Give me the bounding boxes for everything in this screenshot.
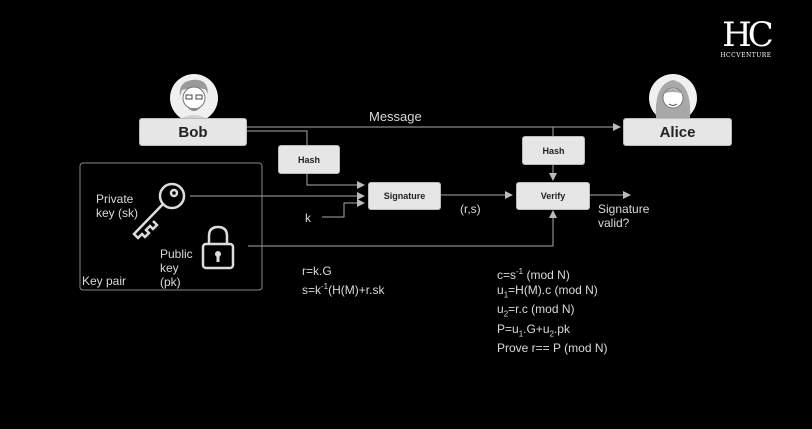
- alice-avatar-icon: [649, 74, 697, 122]
- s-eq-part-a: s=k: [302, 283, 322, 297]
- p-equation: P=u1.G+u2.pk: [497, 322, 607, 341]
- signature-valid-label: Signature valid?: [598, 202, 649, 230]
- verification-equations: c=s-1 (mod N) u1=H(M).c (mod N) u2=r.c (…: [497, 264, 607, 356]
- lock-icon: [201, 225, 235, 270]
- u2-eq-a: u: [497, 302, 504, 317]
- logo-text: HCCVENTURE: [720, 52, 772, 59]
- signature-valid-line2: valid?: [598, 216, 630, 230]
- s-equation: s=k-1(H(M)+r.sk: [302, 279, 384, 298]
- u2-eq-b: =r.c (mod N): [508, 302, 575, 317]
- verify-node: Verify: [516, 182, 590, 210]
- hash-left-node: Hash: [278, 145, 340, 174]
- u2-eq-sub: 2: [503, 309, 509, 319]
- s-eq-sup: -1: [321, 282, 329, 291]
- s-eq-part-b: (H(M)+r.sk: [328, 283, 385, 297]
- signature-valid-line1: Signature: [598, 202, 650, 216]
- private-key-label: Private key (sk): [96, 192, 138, 220]
- c-equation: c=s-1 (mod N): [497, 264, 607, 283]
- message-label: Message: [369, 109, 422, 124]
- k-to-signature-arrow: [322, 199, 365, 218]
- k-label: k: [305, 211, 311, 225]
- public-key-line2: key: [160, 261, 179, 275]
- public-key-line1: Public: [160, 247, 193, 261]
- prove-equation: Prove r== P (mod N): [497, 341, 608, 356]
- signature-node: Signature: [368, 182, 441, 210]
- key-pair-frame: [79, 162, 263, 291]
- p-eq-sub1: 1: [518, 329, 524, 339]
- c-eq-a: c=s: [497, 268, 517, 282]
- u1-eq-sub: 1: [503, 290, 509, 300]
- public-key-label: Public key (pk): [160, 247, 193, 289]
- p-eq-c: .pk: [553, 321, 570, 336]
- pk-to-verify-arrow: [248, 210, 557, 247]
- u1-equation: u1=H(M).c (mod N): [497, 283, 607, 302]
- hash-right-node: Hash: [522, 136, 585, 165]
- hash-to-signature-arrow: [306, 172, 365, 189]
- bob-node: Bob: [139, 118, 247, 146]
- private-key-icon: [132, 182, 186, 240]
- logo-mark: HC: [722, 15, 774, 55]
- c-eq-sup: -1: [516, 267, 524, 276]
- key-pair-label: Key pair: [82, 274, 127, 288]
- u1-eq-a: u: [497, 283, 504, 297]
- p-eq-sub2: 2: [549, 329, 554, 339]
- rs-label: (r,s): [460, 202, 481, 216]
- p-eq-b: .G+u: [523, 321, 550, 336]
- private-key-line2: key (sk): [96, 206, 138, 220]
- u1-eq-b: =H(M).c (mod N): [508, 283, 598, 297]
- u2-equation: u2=r.c (mod N): [497, 302, 607, 321]
- bob-to-hash-line: [246, 130, 308, 145]
- p-eq-a: P=u: [497, 321, 519, 336]
- bob-avatar-icon: [170, 74, 218, 122]
- signing-equations: r=k.G s=k-1(H(M)+r.sk: [302, 264, 384, 298]
- alice-node: Alice: [623, 118, 732, 146]
- brand-logo: HC HCCVENTURE: [720, 15, 774, 59]
- r-equation: r=k.G: [302, 264, 332, 278]
- c-eq-b: (mod N): [523, 268, 570, 282]
- private-key-line1: Private: [96, 192, 134, 206]
- public-key-line3: (pk): [160, 275, 181, 289]
